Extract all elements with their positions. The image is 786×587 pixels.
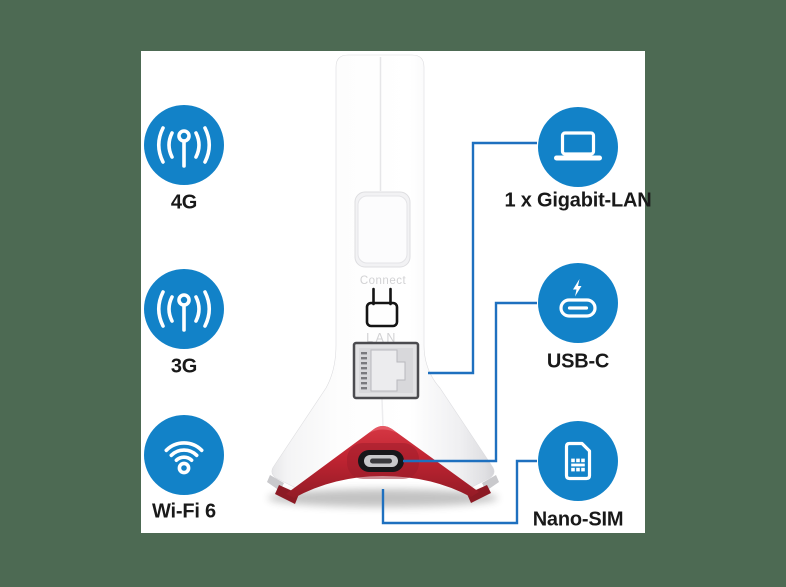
image-canvas: Connect LAN [141, 51, 652, 533]
wifi-icon [144, 415, 224, 495]
laptop-icon [538, 107, 618, 187]
red-base-highlight [369, 426, 397, 433]
cellular-antenna-icon [144, 269, 224, 349]
callout-line-usb-c [403, 301, 537, 463]
feature-label-nano-sim: Nano-SIM [532, 508, 624, 531]
callout-line-nano-sim [381, 459, 537, 525]
connect-button [354, 191, 411, 268]
feature-label-gigabit-lan: 1 x Gigabit-LAN [504, 189, 652, 212]
usb-c-port [347, 443, 419, 479]
body-seam-lower [381, 398, 384, 428]
feature-label-4g: 4G [170, 191, 198, 214]
sim-card-icon [538, 421, 618, 501]
feature-label-usb-c: USB-C [546, 350, 610, 373]
lan-label: LAN [366, 331, 398, 345]
connect-label: Connect [360, 275, 407, 287]
callout-line-gigabit-lan [428, 141, 537, 375]
feature-label-3g: 3G [170, 355, 198, 378]
power-plug-icon [365, 287, 399, 328]
usb-c-connector-icon [538, 263, 618, 343]
cellular-antenna-icon [144, 105, 224, 185]
feature-label-wifi6: Wi-Fi 6 [152, 500, 216, 523]
lan-port [352, 341, 420, 400]
right-foot-red [467, 485, 491, 503]
router-illustration: Connect LAN [267, 54, 537, 525]
